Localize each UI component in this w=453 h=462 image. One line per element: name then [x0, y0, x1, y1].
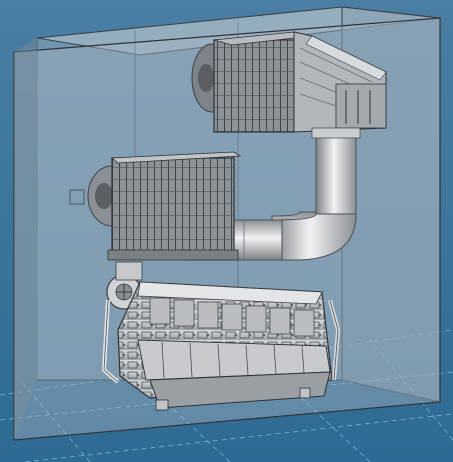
- lower-module[interactable]: [69, 151, 242, 261]
- upper-module[interactable]: [191, 31, 387, 133]
- engine-block[interactable]: [101, 261, 341, 411]
